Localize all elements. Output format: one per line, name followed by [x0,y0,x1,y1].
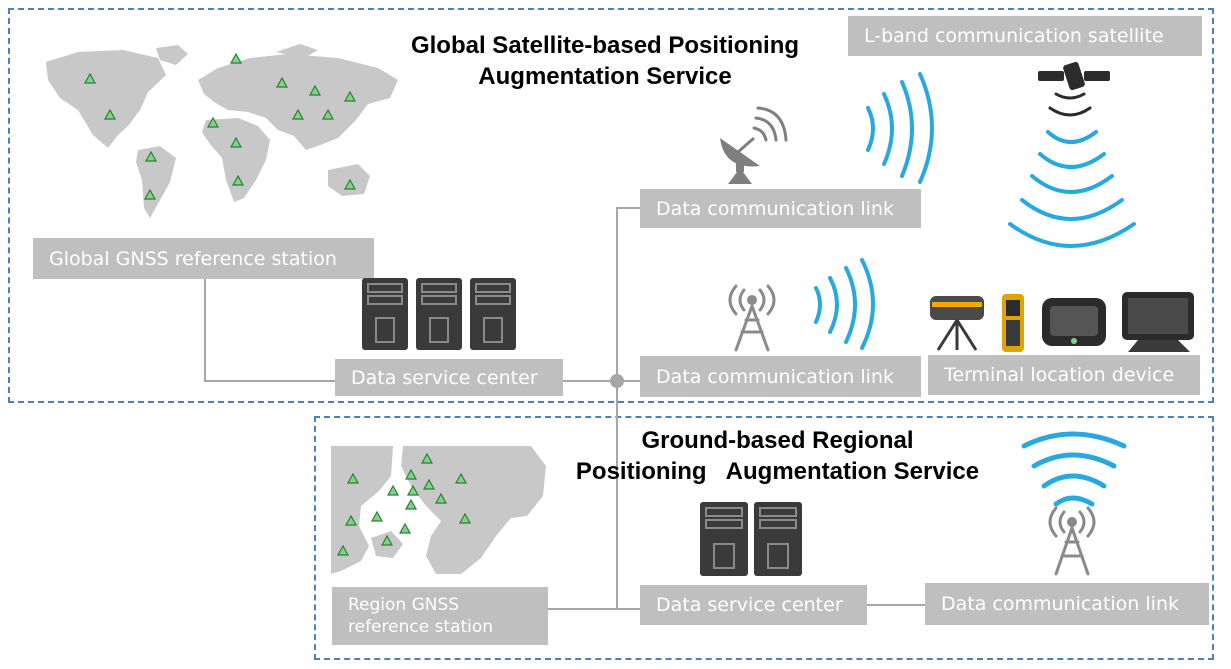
junction-node [610,374,624,388]
data-service-center-global-label: Data service center [335,359,563,396]
global-title-line2: Augmentation Service [478,63,732,90]
satellite-icon [1038,61,1110,91]
world-map [46,44,398,218]
regional-server-icon [700,502,802,576]
global-title-line1: Global Satellite-based Positioning [410,32,800,59]
regional-service-title: Ground-based Regional Positioning Augmen… [545,425,1010,487]
global-server-icon [362,278,516,350]
region-station-line1: Region GNSS [348,595,460,615]
terminal-device-label: Terminal location device [928,355,1200,395]
data-service-center-region-label: Data service center [640,585,867,625]
region-station-label: Region GNSS reference station [332,587,548,645]
global-service-frame [8,8,1214,403]
dish-signal-waves [866,72,934,184]
global-station-label: Global GNSS reference station [33,238,374,279]
regional-map [331,446,546,574]
global-service-title: Global Satellite-based Positioning Augme… [380,30,830,92]
region-station-line2: reference station [348,617,494,637]
satellite-label: L-band communication satellite [848,16,1202,56]
regional-signal-waves [1021,431,1127,507]
regional-service-frame [314,416,1214,660]
data-link-mid-label: Data communication link [640,356,921,397]
regional-title-line1: Ground-based Regional [641,427,914,454]
regional-title-line2: Positioning Augmentation Service [575,458,980,485]
terminal-devices-icon [930,292,1194,352]
regional-tower-icon [1048,506,1096,576]
satellite-dish-icon [720,106,788,184]
tower-signal-waves [814,258,875,350]
satellite-signal-waves [1008,92,1136,248]
data-link-top-label: Data communication link [640,189,921,228]
data-link-region-label: Data communication link [925,583,1209,625]
radio-tower-icon [728,284,776,352]
